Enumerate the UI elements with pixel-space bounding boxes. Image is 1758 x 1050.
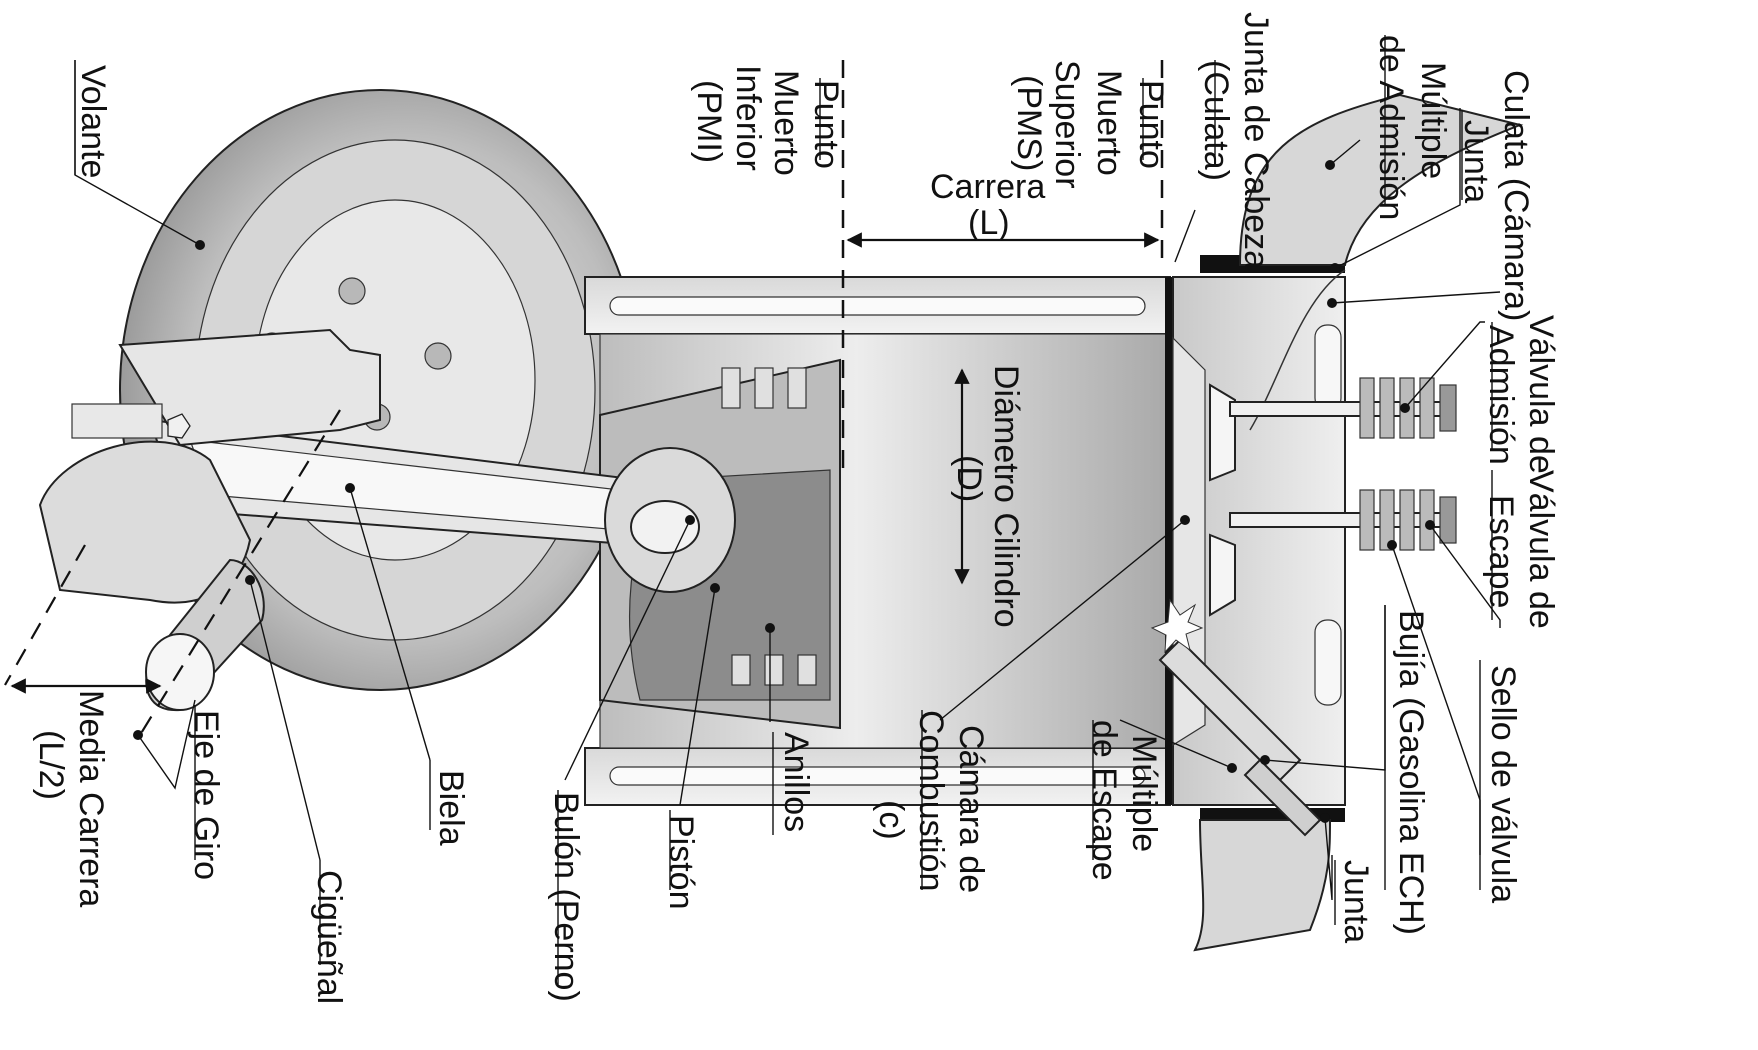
dimension-lines [4, 60, 1164, 736]
label-pmi-2: Muerto [767, 70, 805, 176]
label-multiple-admision-2: de Admisión [1372, 35, 1410, 220]
connecting-rod [148, 418, 736, 593]
label-bujia: Bujía (Gasolina ECH) [1392, 610, 1430, 935]
label-bulon: Bulón (Perno) [547, 792, 585, 1002]
label-pms-3: Superior [1048, 60, 1086, 189]
label-junta-cabeza-2: (Culata) [1197, 60, 1235, 181]
label-underlines [74, 35, 1493, 985]
label-valvula-admision-2: Admisión [1482, 325, 1520, 465]
label-pmi-3: Inferior [729, 65, 767, 171]
label-piston: Pistón [662, 815, 700, 910]
label-carrera-2: (L) [968, 204, 1010, 242]
label-pms-1: Punto [1132, 80, 1170, 169]
label-diametro-1: Diámetro Cilindro [987, 365, 1025, 628]
label-culata-camara: Culata (Cámara) [1497, 70, 1535, 321]
labels: Culata (Cámara) Junta Múltiple de Admisi… [32, 12, 1560, 1004]
label-junta-cabeza-1: Junta de Cabeza [1237, 12, 1275, 269]
label-camara-combustion-1: Cámara de [952, 725, 990, 893]
label-pmi-4: (PMI) [690, 80, 728, 163]
label-multiple-admision-1: Múltiple [1414, 62, 1452, 179]
label-valvula-escape-2: Escape [1482, 495, 1520, 608]
crankshaft [38, 328, 381, 712]
label-pms-4: (PMS) [1010, 75, 1048, 171]
exhaust-valve [1209, 489, 1457, 617]
label-anillos: Anillos [777, 732, 815, 832]
label-diametro-2: (D) [950, 455, 988, 502]
label-valvula-admision-1: Válvula de [1522, 315, 1560, 474]
label-pmi-1: Punto [807, 80, 845, 169]
label-camara-combustion-2: Combustión [912, 710, 950, 891]
label-multiple-escape-2: de Escape [1085, 720, 1123, 881]
label-media-carrera-2: (L/2) [32, 730, 70, 800]
label-pms-2: Muerto [1090, 70, 1128, 176]
label-ciguenal: Cigüeñal [310, 870, 348, 1004]
spark-plug [1150, 598, 1322, 837]
label-eje-giro: Eje de Giro [187, 710, 225, 880]
label-biela: Biela [432, 770, 470, 846]
label-volante: Volante [74, 65, 112, 178]
label-camara-combustion-3: (c) [872, 800, 910, 840]
label-media-carrera-1: Media Carrera [72, 690, 110, 907]
label-junta-top: Junta [1457, 120, 1495, 203]
label-valvula-escape-1: Válvula de [1522, 470, 1560, 629]
label-sello-valvula: Sello de válvula [1484, 665, 1522, 903]
label-carrera-1: Carrera [930, 168, 1045, 206]
label-junta-bottom: Junta [1337, 860, 1375, 943]
label-multiple-escape-1: Múltiple [1125, 735, 1163, 852]
